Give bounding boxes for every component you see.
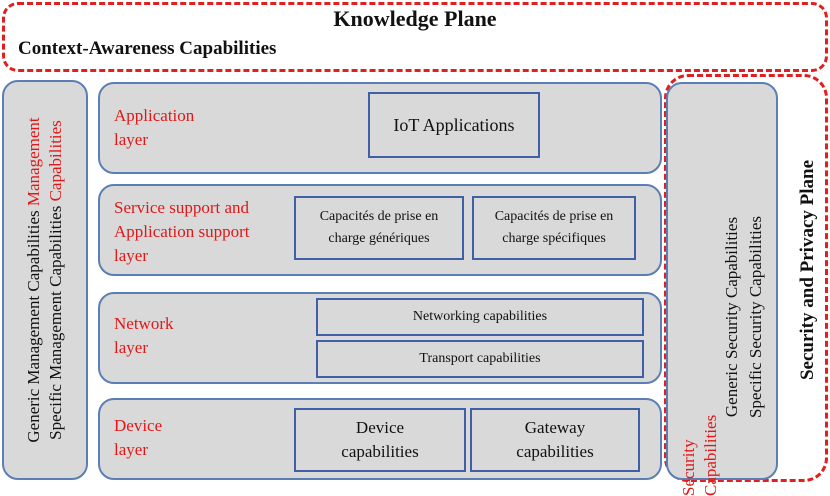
specific-support-line2: charge spécifiques <box>502 231 606 246</box>
generic-security-text: Generic Security Capabilities <box>722 216 741 418</box>
network-layer-panel: Network layer Networking capabilities Tr… <box>98 292 662 384</box>
device-label-line1: Device <box>114 416 163 435</box>
knowledge-plane-frame <box>2 2 828 72</box>
device-label-line2: layer <box>114 440 148 459</box>
transport-capabilities-text: Transport capabilities <box>419 351 541 366</box>
generic-support-line1: Capacités de prise en <box>319 209 439 224</box>
service-support-layer-panel: Service support and Application support … <box>98 184 662 276</box>
generic-management-label: Generic Management Capabilities Manageme… <box>23 100 45 460</box>
specific-security-label: Specific Security Capabilities <box>745 187 767 447</box>
device-layer-label: Device layer <box>114 414 162 462</box>
application-layer-panel: Application layer IoT Applications <box>98 82 662 174</box>
networking-capabilities-box: Networking capabilities <box>316 298 644 336</box>
application-layer-label: Application layer <box>114 104 194 152</box>
device-capabilities-box: Device capabilities <box>294 408 466 472</box>
generic-security-label: Generic Security Capabilities <box>721 187 743 447</box>
security-privacy-plane-title: Security and Privacy Plane <box>796 140 820 400</box>
network-label-line1: Network <box>114 314 174 333</box>
device-capabilities-line1: Device <box>355 418 405 437</box>
service-label-line1: Service support and <box>114 198 250 217</box>
security-privacy-plane-text: Security and Privacy Plane <box>797 159 818 381</box>
security-label-line1: Security <box>679 439 698 496</box>
network-label-line2: layer <box>114 338 148 357</box>
device-capabilities-line2: capabilities <box>341 442 419 461</box>
specific-management-text: Specific Management Capabilities <box>46 205 65 440</box>
specific-support-box: Capacités de prise en charge spécifiques <box>472 196 636 260</box>
gateway-capabilities-line2: capabilities <box>516 442 594 461</box>
iot-applications-box: IoT Applications <box>368 92 540 158</box>
context-awareness-title: Context-Awareness Capabilities <box>18 38 277 59</box>
networking-capabilities-text: Networking capabilities <box>412 309 548 324</box>
service-label-line2: Application support <box>114 222 250 241</box>
generic-management-text: Generic Management Capabilities <box>24 210 43 443</box>
application-label-line2: layer <box>114 130 148 149</box>
device-layer-panel: Device layer Device capabilities Gateway… <box>98 398 662 480</box>
gateway-capabilities-box: Gateway capabilities <box>470 408 640 472</box>
security-privacy-plane-frame <box>664 74 828 482</box>
security-capabilities-label: Security Capabilities <box>678 376 722 496</box>
service-support-layer-label: Service support and Application support … <box>114 196 250 268</box>
management-panel: Generic Management Capabilities Manageme… <box>2 80 88 480</box>
transport-capabilities-box: Transport capabilities <box>316 340 644 378</box>
security-panel: Security Capabilities Generic Security C… <box>666 82 778 496</box>
specific-security-text: Specific Security Capabilities <box>746 215 765 419</box>
specific-management-label: Specific Management Capabilities Capabil… <box>45 100 67 460</box>
management-word: Management <box>24 117 43 207</box>
capabilities-word: Capabilities <box>46 120 65 202</box>
knowledge-plane-title: Knowledge Plane <box>333 6 497 31</box>
generic-support-line2: charge génériques <box>328 231 430 246</box>
specific-support-line1: Capacités de prise en <box>494 209 614 224</box>
generic-support-box: Capacités de prise en charge génériques <box>294 196 464 260</box>
network-layer-label: Network layer <box>114 312 173 360</box>
service-label-line3: layer <box>114 246 148 265</box>
iot-applications-text: IoT Applications <box>393 114 515 135</box>
application-label-line1: Application <box>114 106 195 125</box>
gateway-capabilities-line1: Gateway <box>524 418 586 437</box>
security-label-line2: Capabilities <box>701 414 720 496</box>
